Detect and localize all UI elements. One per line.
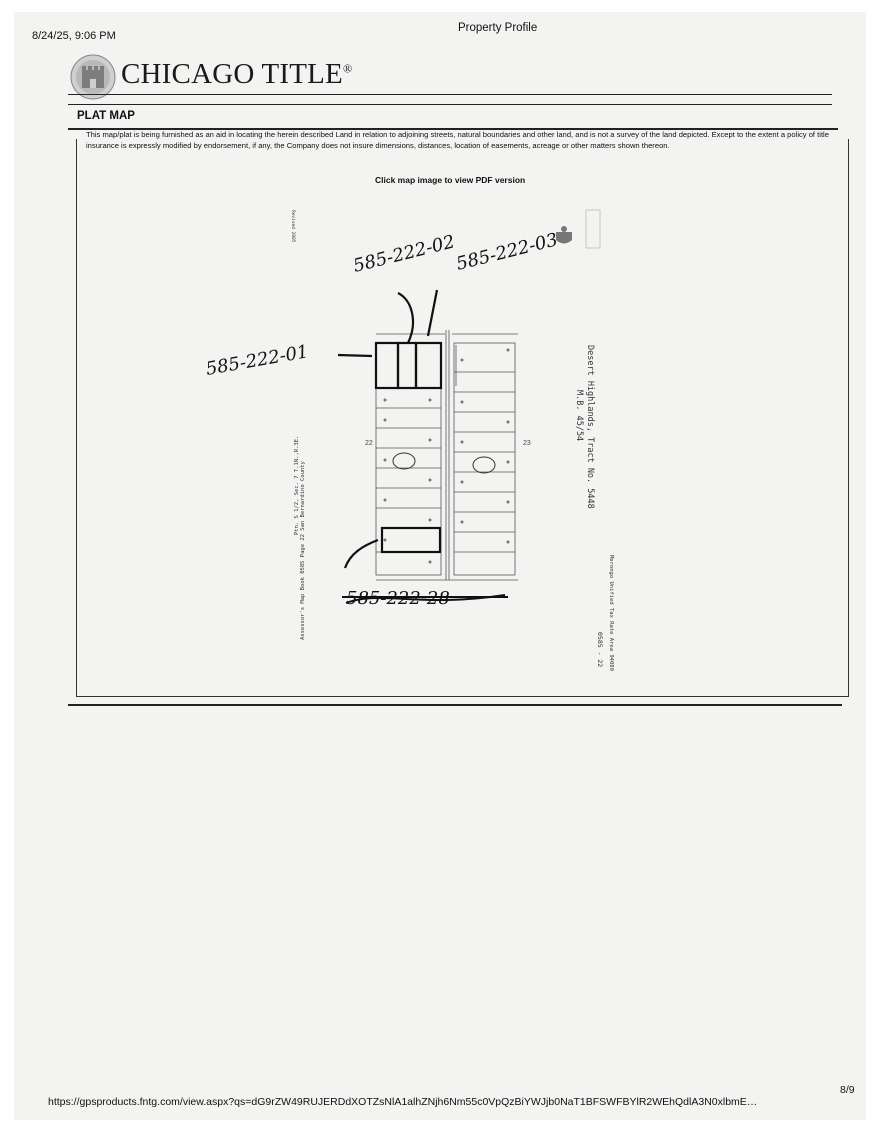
highlight-parcel-02 [396,341,418,390]
map-bottom-rule [68,704,842,706]
map-number-label: 0585 - 22 [596,632,604,667]
tax-district-label: Morongo Unified Tax Rate Area 94080 [608,555,614,671]
handwritten-label-03: 585-222-03 [454,229,560,274]
map-frame [76,139,849,697]
revised-label: Revised 2005 [290,210,296,243]
brand-name: CHICAGO TITLE® [121,58,353,90]
page-number: 8/9 [840,1084,855,1096]
highlight-parcel-28 [380,526,442,554]
source-url[interactable]: https://gpsproducts.fntg.com/view.aspx?q… [48,1096,758,1108]
page-title: Property Profile [458,22,538,34]
scanned-page [14,12,866,1120]
highlight-parcel-03 [414,341,443,390]
handwritten-label-02: 585-222-02 [351,231,457,276]
block-number-left: 22 [365,440,373,447]
section-heading: PLAT MAP [77,110,135,122]
block-23-outline [453,342,516,576]
assessor-label: Assessor's Map Book 0585 Page 22 San Ber… [300,461,306,640]
handwritten-label-01: 585-222-01 [204,341,310,380]
township-label: Ptn. S 1/2, Sec. 7 T.1N.,R.3E. [294,436,300,535]
county-seal-icon [556,209,601,249]
castle-seal-icon [70,54,116,100]
highlight-parcel-01 [374,341,400,390]
block-number-right: 23 [523,440,531,447]
header-rule-top [68,94,832,95]
tract-label: Desert Highlands, Tract No. 5448 [585,345,595,509]
header-rule-bottom [68,104,832,105]
disclaimer-text: This map/plat is being furnished as an a… [86,130,829,150]
view-pdf-link[interactable]: Click map image to view PDF version [375,175,526,185]
map-book-label: M.B. 45/54 [574,390,584,441]
section-rule [68,128,838,130]
print-timestamp: 8/24/25, 9:06 PM [32,30,116,42]
